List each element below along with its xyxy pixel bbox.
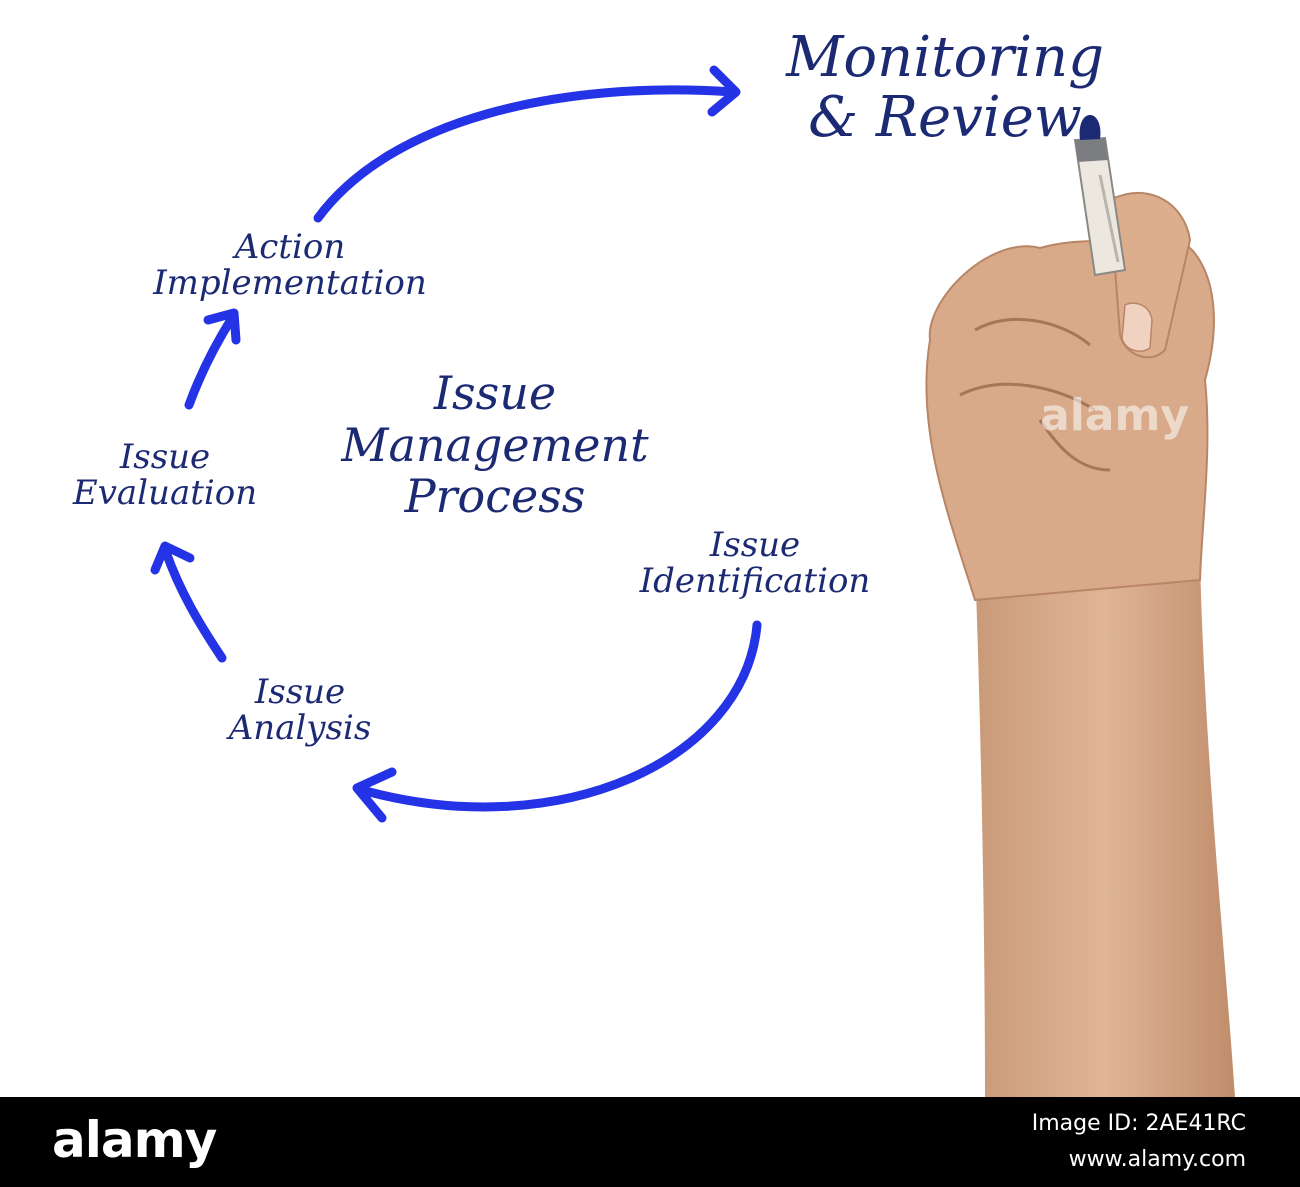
cycle-arrows	[150, 65, 762, 823]
label-line: & Review	[808, 85, 1082, 151]
diagram-graphics	[150, 65, 1235, 1097]
step-line: Issue	[119, 437, 211, 477]
watermark-text: alamy	[1040, 390, 1189, 441]
step-line: Identification	[639, 560, 871, 601]
footer-url: www.alamy.com	[1068, 1147, 1246, 1172]
center-title-line: Process	[404, 469, 586, 524]
step-label-issue-identification: Issue Identification	[585, 525, 925, 601]
arrow-analysis-to-evaluation	[150, 541, 227, 663]
stock-footer-bar: alamy Image ID: 2AE41RC www.alamy.com	[0, 1097, 1300, 1187]
step-label-action-implementation: Action Implementation	[100, 227, 480, 303]
label-monitoring-review: Monitoring & Review	[745, 25, 1145, 151]
diagram-canvas: alamy Monitoring & Review Issue Manageme…	[30, 25, 1235, 1097]
step-line: Evaluation	[72, 472, 258, 513]
arrow-evaluation-to-implementation	[184, 308, 241, 410]
footer-image-id: Image ID: 2AE41RC	[1031, 1111, 1246, 1136]
forearm	[975, 560, 1235, 1097]
hand-illustration	[925, 115, 1235, 1097]
arrow-identification-to-analysis	[352, 620, 762, 823]
label-line: Monitoring	[786, 25, 1104, 90]
footer-logo: alamy	[52, 1111, 217, 1169]
center-title: Issue Management Process	[290, 366, 700, 524]
step-label-issue-analysis: Issue Analysis	[190, 672, 410, 748]
marker-pen	[1073, 115, 1127, 277]
step-line: Implementation	[153, 262, 427, 303]
center-title-line: Management	[341, 417, 649, 472]
step-line: Analysis	[228, 707, 372, 748]
step-line: Issue	[254, 672, 346, 712]
step-line: Issue	[709, 525, 801, 565]
step-line: Action	[234, 227, 346, 267]
step-label-issue-evaluation: Issue Evaluation	[30, 437, 300, 513]
arrow-implementation-to-monitoring	[313, 65, 741, 223]
center-title-line: Issue	[433, 366, 557, 420]
